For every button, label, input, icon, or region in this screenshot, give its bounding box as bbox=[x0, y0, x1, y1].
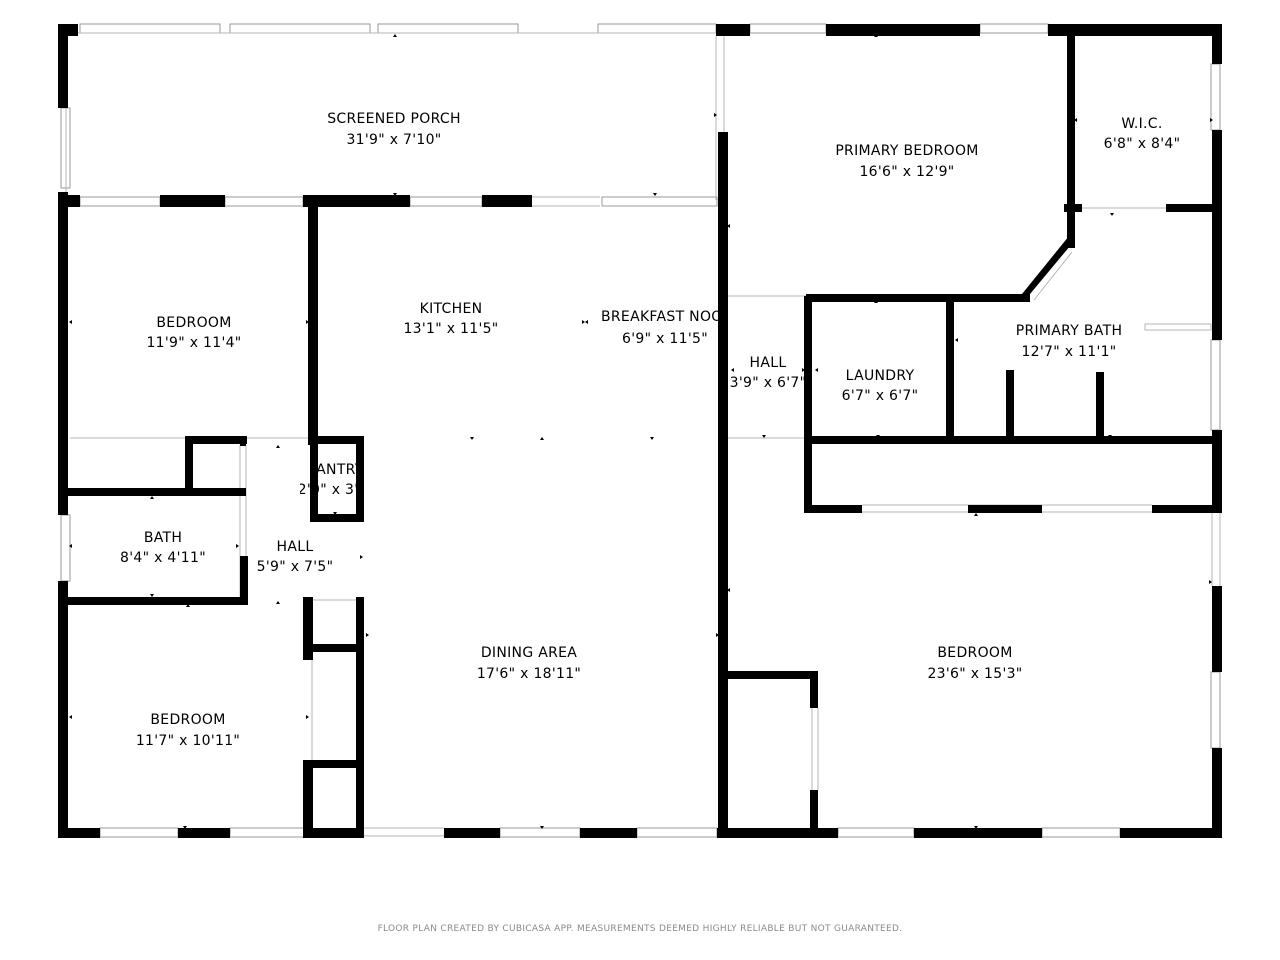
room-dims: 31'9" x 7'10" bbox=[346, 132, 441, 148]
room-name: LAUNDRY bbox=[846, 368, 915, 384]
room-name: HALL bbox=[277, 539, 314, 555]
room-name: BEDROOM bbox=[937, 645, 1012, 661]
room-name: DINING AREA bbox=[481, 645, 577, 661]
room-dims: 16'6" x 12'9" bbox=[859, 164, 954, 180]
room-labels: SCREENED PORCH 31'9" x 7'10" PRIMARY BED… bbox=[120, 111, 1180, 749]
room-dims: 3'9" x 6'7" bbox=[730, 375, 807, 391]
room-name: W.I.C. bbox=[1121, 116, 1162, 132]
walls bbox=[58, 24, 1222, 838]
room-name: SCREENED PORCH bbox=[327, 111, 461, 127]
room-name: PRIMARY BATH bbox=[1016, 323, 1123, 339]
room-name: BATH bbox=[144, 530, 182, 546]
room-dims: 11'7" x 10'11" bbox=[136, 733, 240, 749]
footer-disclaimer: FLOOR PLAN CREATED BY CUBICASA APP. MEAS… bbox=[378, 924, 903, 934]
room-name: PRIMARY BEDROOM bbox=[835, 143, 978, 159]
room-name: KITCHEN bbox=[420, 301, 483, 317]
room-dims: 23'6" x 15'3" bbox=[927, 666, 1022, 682]
room-name: BREAKFAST NOOK bbox=[601, 309, 733, 325]
room-name: BEDROOM bbox=[150, 712, 225, 728]
windows bbox=[60, 23, 1221, 838]
room-name: PANTRY bbox=[308, 462, 363, 478]
room-dims: 5'9" x 7'5" bbox=[257, 559, 334, 575]
room-dims: 6'8" x 8'4" bbox=[1104, 136, 1181, 152]
room-name: BEDROOM bbox=[156, 315, 231, 331]
room-dims: 13'1" x 11'5" bbox=[403, 321, 498, 337]
room-name: HALL bbox=[750, 355, 787, 371]
room-dims: 11'9" x 11'4" bbox=[146, 335, 241, 351]
door-markers bbox=[69, 34, 1213, 829]
openings bbox=[64, 30, 1221, 837]
room-dims: 6'7" x 6'7" bbox=[842, 388, 919, 404]
room-dims: 2'0" x 3'4" bbox=[298, 482, 375, 498]
room-dims: 17'6" x 18'11" bbox=[477, 666, 581, 682]
room-dims: 12'7" x 11'1" bbox=[1021, 344, 1116, 360]
room-dims: 8'4" x 4'11" bbox=[120, 550, 206, 566]
room-dims: 6'9" x 11'5" bbox=[622, 331, 708, 347]
